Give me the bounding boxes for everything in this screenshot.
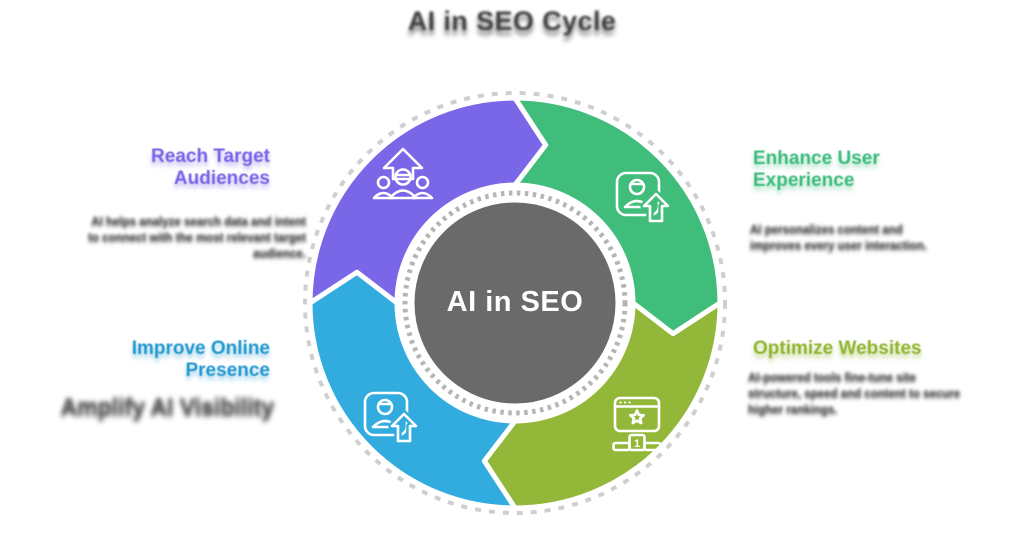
- section-heading-enhance-user-experience: Enhance User Experience: [753, 148, 880, 192]
- segment-improve-online-presence: [307, 269, 518, 511]
- section-body-improve-online-presence: Amplify AI Visibility: [60, 393, 274, 419]
- website-ranking-icon: 1: [612, 396, 662, 452]
- outer-dashed-ring: [303, 91, 727, 515]
- section-heading-optimize-websites: Optimize Websites: [753, 338, 922, 359]
- section-body-optimize-websites: AI-powered tools fine-tune site structur…: [748, 372, 961, 416]
- user-growth-icon: [615, 171, 672, 225]
- section-heading-reach-target-audiences: Reach Target Audiences: [151, 146, 270, 190]
- section-body-enhance-user-experience: AI personalizes content and improves eve…: [750, 224, 928, 252]
- center-hub-label: AI in SEO: [446, 286, 584, 318]
- profile-growth-icon: [363, 391, 420, 445]
- cycle-wheel: 1: [300, 88, 730, 518]
- cycle-wheel-svg: 1: [303, 91, 727, 515]
- audience-growth-icon: [372, 147, 434, 200]
- section-heading-improve-online-presence: Improve Online Presence: [131, 338, 270, 382]
- section-body-reach-target-audiences: AI helps analyze search data and intent …: [88, 216, 306, 260]
- center-circle: [409, 197, 621, 409]
- svg-text:1: 1: [634, 438, 640, 450]
- page-title: AI in SEO Cycle: [407, 6, 617, 36]
